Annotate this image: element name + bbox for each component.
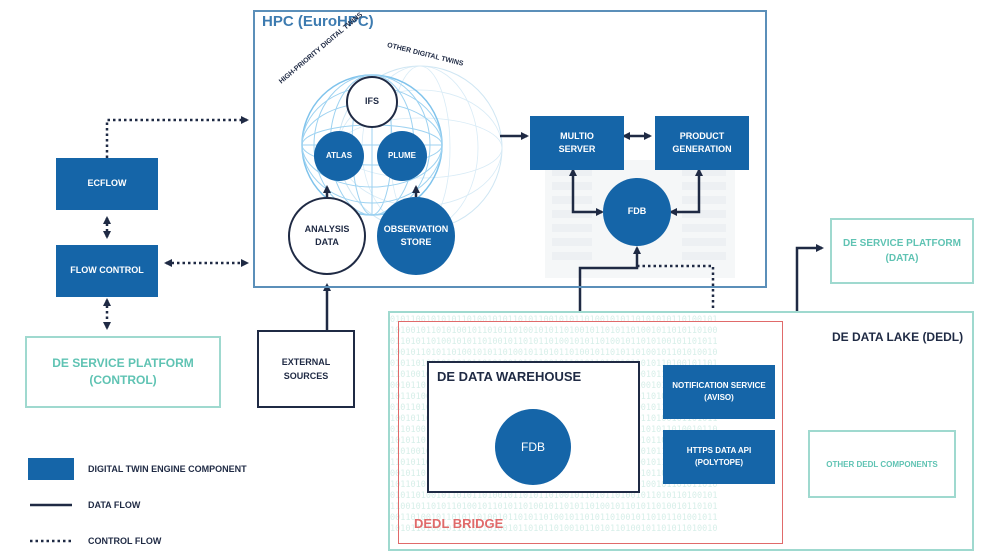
hpc-region — [253, 10, 767, 288]
analysis-data-node: ANALYSIS DATA — [288, 197, 366, 275]
de-service-platform-data-box: DE SERVICE PLATFORM (DATA) — [830, 218, 974, 284]
notification-service-box: NOTIFICATION SERVICE (AVISO) — [663, 365, 775, 419]
observation-store-node: OBSERVATION STORE — [377, 197, 455, 275]
legend-component-swatch — [28, 458, 74, 480]
https-data-api-box: HTTPS DATA API (POLYTOPE) — [663, 430, 775, 484]
product-generation-box: PRODUCT GENERATION — [655, 116, 749, 170]
ecflow-box: ECFLOW — [56, 158, 158, 210]
fdb-warehouse-node: FDB — [495, 409, 571, 485]
hpc-title: HPC (EuroHPC) — [262, 13, 374, 30]
de-service-platform-control-box: DE SERVICE PLATFORM (CONTROL) — [25, 336, 221, 408]
legend-component-label: DIGITAL TWIN ENGINE COMPONENT — [88, 464, 247, 474]
de-data-lake-title: DE DATA LAKE (DEDL) — [830, 330, 966, 344]
ifs-node: IFS — [346, 76, 398, 128]
multio-server-box: MULTIO SERVER — [530, 116, 624, 170]
de-data-warehouse-title: DE DATA WAREHOUSE — [437, 369, 582, 384]
flow-control-box: FLOW CONTROL — [56, 245, 158, 297]
other-dedl-components-box: OTHER DEDL COMPONENTS — [808, 430, 956, 498]
de-data-warehouse-box: DE DATA WAREHOUSE FDB — [427, 361, 640, 493]
legend-control-flow-label: CONTROL FLOW — [88, 536, 162, 546]
external-sources-box: EXTERNAL SOURCES — [257, 330, 355, 408]
atlas-node: ATLAS — [314, 131, 364, 181]
plume-node: PLUME — [377, 131, 427, 181]
legend-data-flow-label: DATA FLOW — [88, 500, 141, 510]
dedl-bridge-region — [398, 321, 783, 544]
fdb-hpc-node: FDB — [603, 178, 671, 246]
dedl-bridge-title: DEDL BRIDGE — [414, 516, 504, 531]
